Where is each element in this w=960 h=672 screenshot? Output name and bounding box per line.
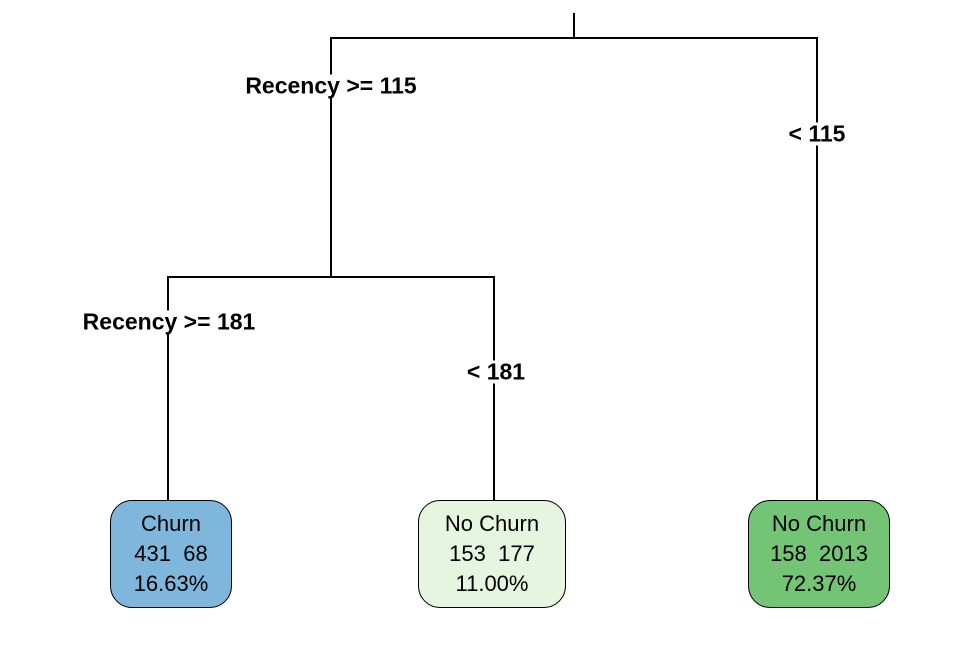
leaf-class-label: No Churn	[771, 511, 867, 537]
leaf-percent: 72.37%	[781, 570, 857, 596]
node2-left-branch-line	[167, 276, 169, 501]
node2-split-connector	[168, 276, 495, 278]
leaf-node-no-churn-right[interactable]: No Churn 158 2013 72.37%	[748, 500, 890, 608]
node2-left-split-label: Recency >= 181	[78, 310, 260, 334]
leaf-counts: 158 2013	[770, 541, 868, 567]
node2-right-branch-line	[493, 276, 495, 501]
root-stub-line	[573, 13, 575, 39]
leaf-node-churn[interactable]: Churn 431 68 16.63%	[110, 500, 232, 608]
root-split-connector	[331, 37, 818, 39]
root-left-branch-line	[330, 37, 332, 278]
root-right-split-label: < 115	[784, 122, 850, 146]
leaf-counts: 153 177	[449, 541, 535, 567]
root-right-branch-line	[816, 37, 818, 501]
node2-right-split-label: < 181	[462, 360, 530, 384]
leaf-class-label: No Churn	[444, 511, 540, 537]
leaf-percent: 16.63%	[133, 570, 209, 596]
leaf-counts: 431 68	[134, 541, 208, 567]
leaf-percent: 11.00%	[455, 570, 529, 596]
leaf-node-no-churn-middle[interactable]: No Churn 153 177 11.00%	[418, 500, 566, 608]
leaf-class-label: Churn	[141, 511, 201, 537]
root-left-split-label: Recency >= 115	[241, 74, 421, 98]
